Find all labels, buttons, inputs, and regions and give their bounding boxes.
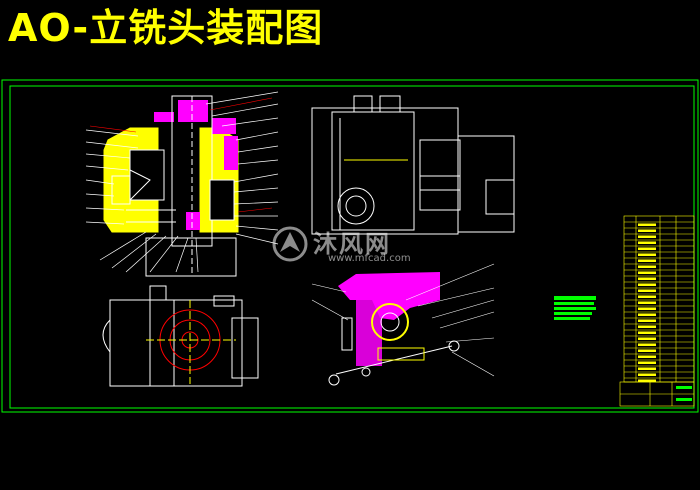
parts-list-entry: [638, 337, 656, 340]
side-view: [311, 95, 515, 235]
parts-list-entry: [638, 265, 656, 268]
parts-list-entry: [638, 373, 656, 376]
parts-list-entry: [638, 343, 656, 346]
section-view-b: [311, 263, 495, 386]
title-block: [619, 381, 695, 407]
parts-list-entry: [638, 355, 656, 358]
title-block-text: [676, 386, 692, 401]
parts-list-entry: [638, 367, 656, 370]
parts-list-entry: [638, 319, 656, 322]
parts-list-entry: [638, 223, 656, 226]
parts-list-entry: [638, 325, 656, 328]
parts-list-entry: [638, 259, 656, 262]
parts-list-entry: [638, 313, 656, 316]
parts-list-entry: [638, 277, 656, 280]
parts-list-entry: [638, 307, 656, 310]
bottom-view: [102, 285, 259, 387]
parts-list-entry: [638, 235, 656, 238]
parts-list-entry: [638, 349, 656, 352]
watermark: 沐风网 www.mfcad.com: [268, 222, 438, 266]
parts-list-entry: [638, 241, 656, 244]
parts-list-entry: [638, 247, 656, 250]
parts-list-entry: [638, 289, 656, 292]
parts-list-entry: [638, 229, 656, 232]
main-section-view: [85, 91, 279, 277]
parts-list-entry: [638, 283, 656, 286]
watermark-url: www.mfcad.com: [328, 253, 411, 264]
technical-notes: [554, 296, 596, 320]
parts-list-entry: [638, 379, 656, 382]
parts-list-entry: [638, 295, 656, 298]
page-title: AO-立铣头装配图: [8, 6, 324, 50]
watermark-name: 沐风网: [313, 230, 391, 258]
parts-list-entry: [638, 301, 656, 304]
outer-frame: [1, 79, 699, 413]
watermark-logo-icon: [272, 226, 308, 262]
parts-list-entry: [638, 361, 656, 364]
parts-list-entry: [638, 253, 656, 256]
parts-list-entry: [638, 331, 656, 334]
parts-list: [623, 215, 695, 383]
parts-list-entry: [638, 271, 656, 274]
